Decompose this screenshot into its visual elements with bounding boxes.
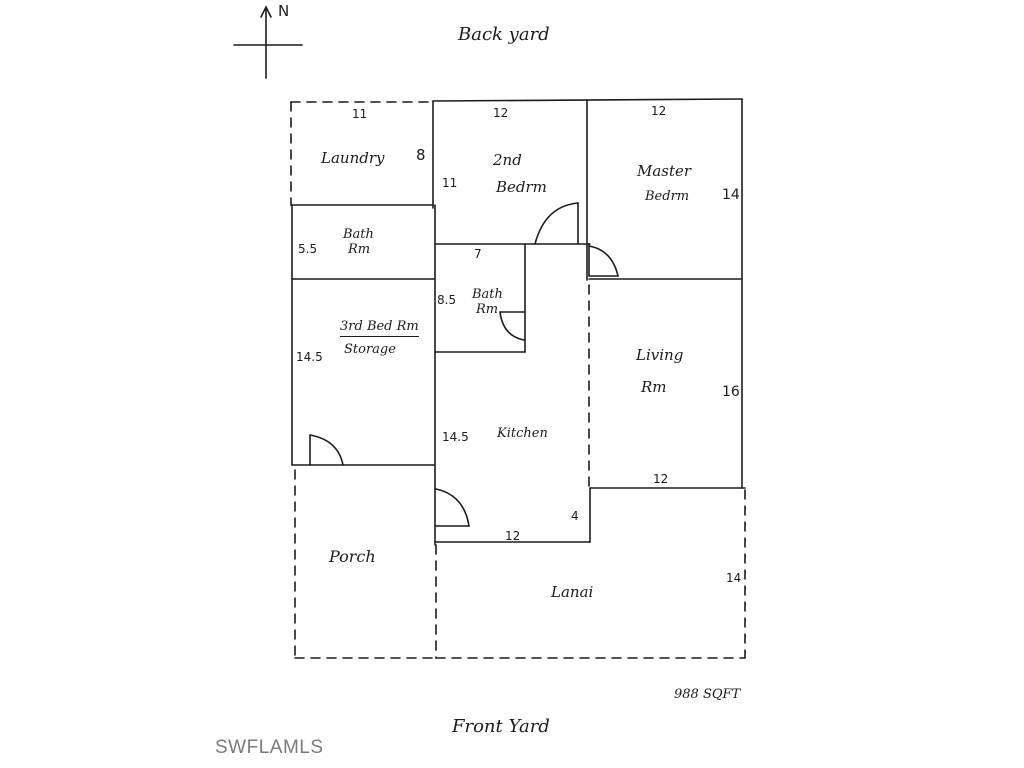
lanai-label: Lanai [551, 583, 594, 601]
porch-label: Porch [329, 547, 376, 566]
front-yard-label: Front Yard [452, 716, 550, 737]
lanai-depth: 14 [726, 571, 742, 585]
bedroom3-depth: 14.5 [296, 350, 323, 364]
solid-wall [290, 98, 746, 546]
master-width: 12 [651, 104, 667, 118]
living-label-line1: Living [636, 346, 684, 364]
laundry-depth: 8 [416, 146, 426, 164]
bath1-depth: 5.5 [298, 242, 318, 256]
laundry-width: 11 [352, 107, 368, 121]
compass-north-label: N [278, 2, 290, 20]
bath2-label-line1: Bath [472, 287, 503, 302]
living-depth: 16 [722, 384, 740, 400]
kitchen-width: 12 [505, 529, 521, 543]
bath2-width: 7 [474, 247, 482, 261]
bedroom2-depth: 11 [442, 176, 458, 190]
kitchen-depth: 14.5 [442, 430, 469, 444]
mls-watermark: SWFLAMLS [215, 737, 324, 758]
laundry-label: Laundry [321, 149, 385, 167]
bath2-label-line2: Rm [476, 302, 499, 317]
bedroom2-label-line2: Bedrm [496, 178, 547, 196]
bath1-label-line1: Bath [343, 227, 374, 242]
north-arrow-icon [233, 5, 303, 79]
dashed-wall [290, 101, 746, 659]
door-swing-icon [309, 202, 619, 527]
bath2-depth: 8.5 [437, 293, 457, 307]
kitchen-offset: 4 [571, 509, 579, 523]
bedroom3-label-line1: 3rd Bed Rm [340, 320, 419, 337]
bedroom3-label-line2: Storage [344, 342, 396, 357]
living-label-line2: Rm [641, 378, 667, 396]
back-yard-label: Back yard [458, 24, 550, 45]
bedroom2-width: 12 [493, 106, 509, 120]
living-width: 12 [653, 472, 669, 486]
total-area-label: 988 SQFT [674, 687, 741, 702]
master-depth: 14 [722, 187, 740, 203]
bath1-label-line2: Rm [348, 242, 371, 257]
master-label-line1: Master [637, 162, 692, 180]
bedroom2-label-line1: 2nd [493, 151, 522, 169]
kitchen-label: Kitchen [497, 426, 548, 441]
master-label-line2: Bedrm [645, 189, 690, 204]
